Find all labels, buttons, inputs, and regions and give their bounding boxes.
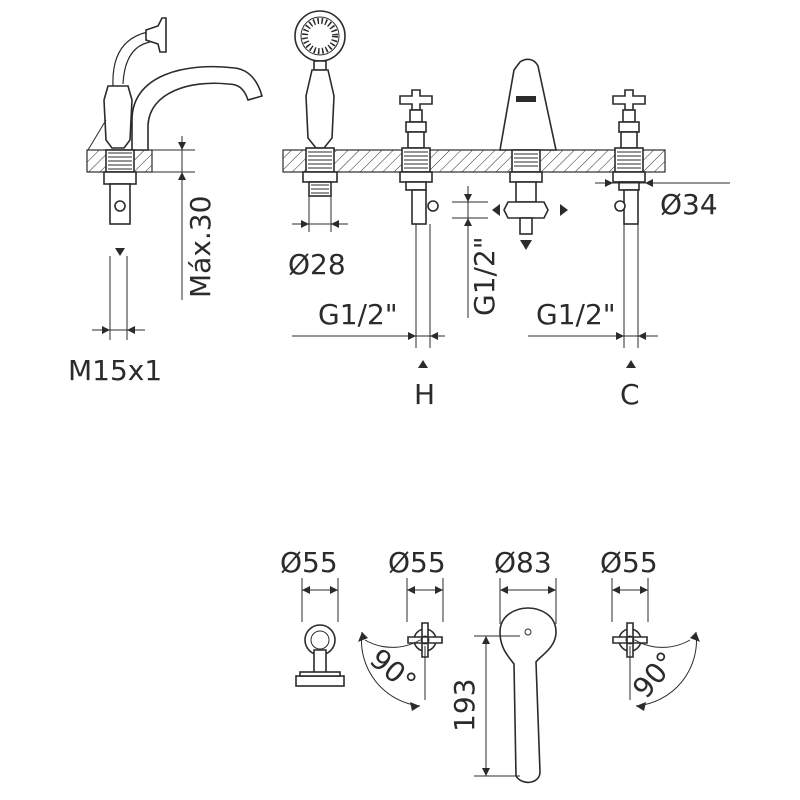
dimension-lines-bottom bbox=[301, 578, 649, 777]
countertop-right bbox=[282, 149, 666, 173]
shower-diameter-label: Ø28 bbox=[288, 248, 346, 281]
diameter-label-4: Ø55 bbox=[600, 546, 658, 579]
max-thickness-label: Máx.30 bbox=[184, 196, 217, 298]
cold-valve-side-view bbox=[612, 89, 646, 225]
handshower bbox=[294, 10, 346, 197]
valve-diameter-label: Ø34 bbox=[660, 188, 718, 221]
top-view-spout bbox=[499, 607, 557, 784]
dimension-lines-top bbox=[92, 136, 730, 368]
cold-label: C bbox=[620, 378, 640, 411]
hot-valve-side-view bbox=[399, 89, 439, 225]
diameter-label-1: Ø55 bbox=[280, 546, 338, 579]
handshower-holder-side-view bbox=[87, 17, 263, 225]
angle-left-label: 90° bbox=[364, 642, 423, 699]
hot-label: H bbox=[414, 378, 435, 411]
hot-thread-label: G1/2" bbox=[318, 298, 398, 331]
cold-thread-label: G1/2" bbox=[536, 298, 616, 331]
diameter-label-2: Ø55 bbox=[388, 546, 446, 579]
top-view-handshower-holder bbox=[295, 624, 345, 687]
spout-side-view bbox=[492, 58, 568, 250]
mid-thread-label: G1/2" bbox=[468, 236, 501, 316]
spout-length-label: 193 bbox=[448, 679, 481, 732]
thread-left-label: M15x1 bbox=[68, 354, 162, 387]
angle-right-label: 90° bbox=[626, 645, 683, 704]
top-view-hot-valve bbox=[358, 622, 443, 711]
diameter-label-3: Ø83 bbox=[494, 546, 552, 579]
top-view-cold-valve bbox=[612, 622, 700, 711]
